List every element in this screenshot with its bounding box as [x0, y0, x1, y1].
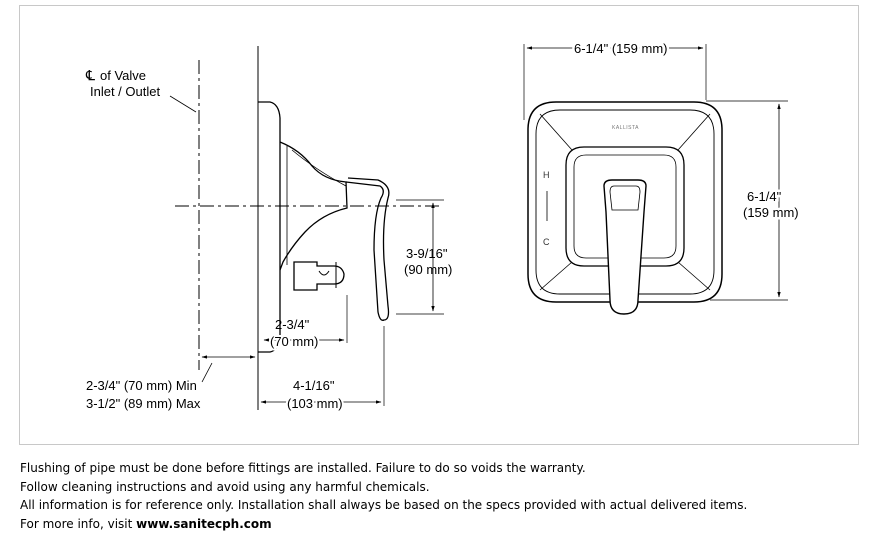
lever-handle	[345, 177, 390, 321]
website-link[interactable]: www.sanitecph.com	[136, 516, 272, 531]
diverter-knob	[293, 261, 345, 291]
dim-overall-depth-imperial: 4-1/16"	[293, 378, 335, 393]
hot-label: H	[543, 170, 550, 180]
dim-height-metric: (159 mm)	[743, 205, 799, 220]
dim-plate-depth-imperial: 2-3/4"	[275, 317, 310, 332]
brand-mark: KALLISTA	[612, 125, 639, 131]
dim-overall-depth-metric: (103 mm)	[287, 396, 343, 411]
cold-label: C	[543, 237, 550, 247]
valve-body	[279, 141, 348, 271]
note-more-info: For more info, visit www.sanitecph.com	[20, 515, 860, 534]
escutcheon-inner	[565, 146, 685, 267]
wall-plate	[258, 101, 281, 353]
side-view	[169, 46, 444, 410]
dim-wall-max: 3-1/2" (89 mm) Max	[86, 396, 201, 411]
dim-width-label: 6-1/4" (159 mm)	[574, 41, 667, 56]
centerline-symbol: ℄	[85, 67, 95, 83]
centerline-leader	[169, 95, 197, 113]
drawing-frame	[19, 5, 859, 445]
note-more-info-text: For more info, visit	[20, 516, 137, 531]
dim-lever-height-metric: (90 mm)	[404, 262, 452, 277]
front-view	[523, 44, 788, 315]
note-flushing: Flushing of pipe must be done before fit…	[20, 461, 586, 475]
dim-height-imperial: 6-1/4"	[747, 189, 782, 204]
dim-plate-depth-metric: (70 mm)	[270, 334, 318, 349]
lever-front	[603, 179, 647, 315]
dim-wall-min: 2-3/4" (70 mm) Min	[86, 378, 197, 393]
dim-lever-height-imperial: 3-9/16"	[406, 246, 448, 261]
centerline-label-line1: of Valve	[100, 68, 146, 83]
notes-section: Flushing of pipe must be done before fit…	[20, 459, 860, 533]
escutcheon-outer	[527, 101, 723, 303]
note-cleaning: Follow cleaning instructions and avoid u…	[20, 479, 430, 494]
note-reference: All information is for reference only. I…	[20, 498, 748, 512]
centerline-label-line2: Inlet / Outlet	[90, 84, 160, 99]
